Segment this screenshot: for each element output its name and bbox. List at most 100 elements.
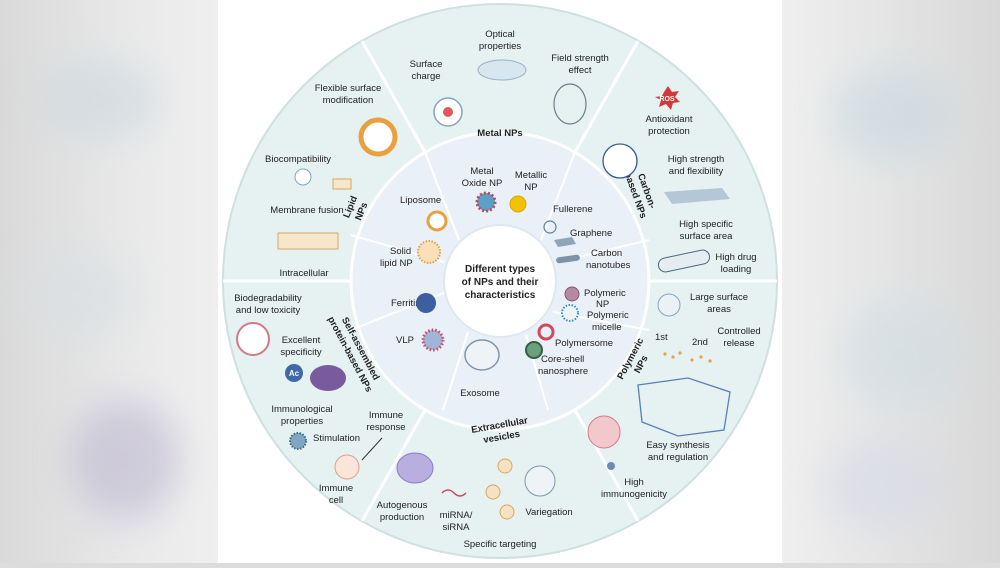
outer-antioxidant: ROS Antioxidant protection (645, 86, 693, 137)
np-wheel-diagram: Different types of NPs and their charact… (222, 3, 778, 559)
blurred-shape (832, 70, 952, 160)
blurred-shape (40, 60, 160, 140)
exosome-icon (464, 339, 500, 371)
svg-text:Immune: Immune (319, 483, 353, 494)
svg-text:surface area: surface area (680, 231, 734, 242)
svg-text:1st: 1st (655, 332, 668, 343)
svg-text:properties: properties (479, 41, 521, 52)
svg-text:Controlled: Controlled (717, 326, 760, 337)
optical-icon (477, 59, 527, 81)
svg-text:response: response (366, 422, 405, 433)
left-blurred-background (0, 0, 218, 563)
outer-intracellular: Intracellular (277, 232, 339, 279)
svg-text:Stimulation: Stimulation (313, 433, 360, 444)
svg-text:Membrane fusion: Membrane fusion (270, 205, 343, 216)
svg-text:High drug: High drug (715, 252, 756, 263)
exosome-large-icon (524, 465, 556, 497)
polymersome-icon (537, 323, 555, 341)
section-title-metal: Metal NPs (477, 128, 522, 139)
outer-easy-synthesis: Easy synthesis and regulation (637, 377, 731, 463)
svg-text:siRNA: siRNA (443, 522, 471, 533)
ros-burst-icon (655, 86, 680, 110)
svg-text:nanotubes: nanotubes (586, 260, 631, 271)
svg-text:Ferritin: Ferritin (391, 298, 421, 309)
svg-text:High strength: High strength (668, 154, 725, 165)
svg-text:Exosome: Exosome (460, 388, 500, 399)
svg-text:miRNA/: miRNA/ (440, 510, 473, 521)
outer-high-drug: High drug loading (657, 249, 757, 275)
svg-text:Antioxidant: Antioxidant (645, 114, 692, 125)
inner-vlp: VLP (396, 328, 445, 352)
fullerene-large-icon (602, 143, 638, 179)
svg-text:Biocompatibility: Biocompatibility (265, 154, 331, 165)
svg-text:loading: loading (721, 264, 752, 275)
micelle-icon (561, 304, 579, 322)
inner-exosome: Exosome (460, 339, 500, 399)
membrane-icon (277, 232, 339, 250)
vlp-icon (421, 328, 445, 352)
inner-fullerene: Fullerene (543, 204, 593, 234)
center-title-line2: of NPs and their (462, 277, 539, 288)
svg-text:NP: NP (596, 299, 609, 310)
metallic-np-icon (509, 195, 527, 213)
inner-polymeric-micelle: Polymeric micelle (561, 304, 629, 333)
svg-text:ROS: ROS (659, 96, 675, 103)
outer-biocompatibility: Biocompatibility (265, 154, 352, 190)
graphene-sheet-icon (664, 188, 730, 204)
immune-cell-pink-icon (587, 415, 621, 449)
svg-text:Immunological: Immunological (271, 404, 332, 415)
blurred-shape (842, 300, 962, 410)
outer-immunological: Immunological properties (271, 404, 332, 427)
outer-specific-targeting: Specific targeting (464, 539, 537, 550)
outer-high-strength: High strength and flexibility (602, 143, 730, 204)
svg-text:effect: effect (568, 65, 591, 76)
release-dots-icon (663, 351, 712, 363)
svg-text:Optical: Optical (485, 29, 515, 40)
immune-cell-icon (334, 454, 360, 480)
svg-text:Variegation: Variegation (525, 507, 572, 518)
svg-text:Liposome: Liposome (400, 195, 441, 206)
svg-text:Immune: Immune (369, 410, 403, 421)
svg-text:micelle: micelle (592, 322, 622, 333)
svg-text:properties: properties (281, 416, 323, 427)
outer-mirna: miRNA/ siRNA (440, 458, 515, 533)
antibody-ac-icon (285, 364, 303, 382)
vesicle-cluster-icon (485, 458, 515, 520)
liposome-icon (426, 210, 448, 232)
inner-metal-oxide: Metal Oxide NP (462, 166, 502, 213)
svg-text:areas: areas (707, 304, 731, 315)
svg-text:Easy synthesis: Easy synthesis (646, 440, 710, 451)
inner-metallic: Metallic NP (509, 170, 547, 213)
inner-ferritin: Ferritin (391, 293, 436, 313)
inner-polymeric-np: Polymeric NP (564, 286, 626, 310)
svg-text:Core-shell: Core-shell (541, 354, 584, 365)
center-circle (443, 224, 557, 338)
svg-text:Biodegradability: Biodegradability (234, 293, 302, 304)
svg-text:Polymeric: Polymeric (584, 288, 626, 299)
inner-polymersome: Polymersome (537, 323, 613, 349)
outer-large-surface: Large surface areas (657, 292, 748, 317)
field-lines-icon (553, 83, 587, 125)
svg-text:Intracellular: Intracellular (279, 268, 328, 279)
svg-text:specificity: specificity (280, 347, 321, 358)
svg-text:and flexibility: and flexibility (669, 166, 724, 177)
right-blurred-background (782, 0, 1000, 563)
outer-field-strength: Field strength effect (551, 53, 609, 125)
stimulation-virus-icon (289, 432, 307, 450)
blurred-shape (70, 400, 180, 520)
protein-cluster-icon (310, 365, 346, 391)
ferritin-icon (416, 293, 436, 313)
outer-immune-cell: Immune cell (319, 454, 360, 506)
nanotube-large-icon (657, 249, 711, 273)
svg-text:lipid NP: lipid NP (380, 258, 413, 269)
blurred-shape (822, 440, 942, 530)
outer-controlled-release: 1st 2nd Controlled release (655, 326, 761, 363)
svg-text:Autogenous: Autogenous (377, 500, 428, 511)
figure-panel: Different types of NPs and their charact… (218, 0, 782, 563)
blurred-shape (20, 250, 140, 340)
inner-liposome: Liposome (400, 195, 448, 232)
outer-immune-response: Immune response (361, 410, 406, 461)
outer-surface-charge: Surface charge (410, 59, 463, 127)
producing-cell-icon (396, 452, 434, 484)
svg-text:Metal: Metal (470, 166, 493, 177)
